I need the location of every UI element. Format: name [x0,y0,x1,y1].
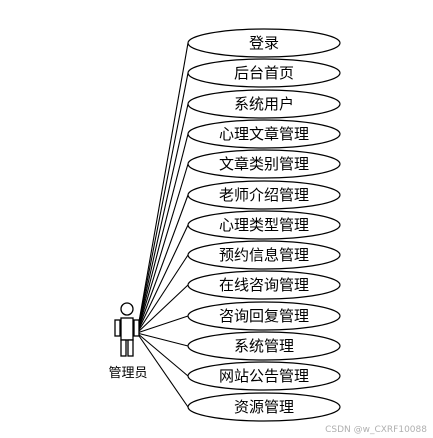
use-case-ellipse [187,240,341,270]
use-case-label: 系统用户 [234,95,294,113]
use-case-ellipse [187,149,341,179]
association-line [136,224,189,334]
use-cases: 登录后台首页系统用户心理文章管理文章类别管理老师介绍管理心理类型管理预约信息管理… [187,28,341,422]
use-case: 网站公告管理 [187,361,341,391]
use-case: 后台首页 [187,58,341,88]
use-case-label: 咨询回复管理 [219,307,309,325]
association-line [136,72,189,334]
association-line [136,42,189,334]
association-line [136,133,189,334]
association-line [136,103,189,334]
use-case-ellipse [187,331,341,361]
actor-right-leg [127,339,134,357]
association-line [136,332,189,377]
watermark: CSDN @w_CXRF10088 [325,425,427,435]
use-case-ellipse [187,28,341,58]
association-line [136,332,189,408]
use-case-label: 资源管理 [234,398,294,416]
use-case: 在线咨询管理 [187,270,341,300]
use-case-label: 登录 [249,34,279,52]
use-case-ellipse [187,392,341,422]
association-line [136,163,189,334]
use-case-label: 系统管理 [234,337,294,355]
association-line [136,315,189,334]
use-case-ellipse [187,361,341,391]
use-case: 心理类型管理 [187,210,341,240]
actor-label: 管理员 [108,366,147,381]
association-line [136,194,189,334]
use-case: 资源管理 [187,392,341,422]
use-case: 咨询回复管理 [187,301,341,331]
actor-figure [114,302,140,357]
use-case-label: 心理类型管理 [219,216,309,234]
use-case-ellipse [187,301,341,331]
actor-left-leg [120,339,127,357]
use-case: 老师介绍管理 [187,180,341,210]
actor-left-arm [114,319,121,337]
use-case-ellipse [187,119,341,149]
use-case-ellipse [187,180,341,210]
use-case-ellipse [187,210,341,240]
use-case: 心理文章管理 [187,119,341,149]
use-case: 预约信息管理 [187,240,341,270]
actor-right-arm [133,319,140,337]
use-case: 系统用户 [187,89,341,119]
use-case-label: 心理文章管理 [219,125,309,143]
use-case: 系统管理 [187,331,341,361]
actor-head [120,302,134,316]
association-lines [136,42,189,408]
use-case-label: 后台首页 [234,64,294,82]
use-case: 登录 [187,28,341,58]
association-line [136,254,189,334]
use-case-ellipse [187,58,341,88]
use-case-label: 文章类别管理 [219,155,309,173]
use-case: 文章类别管理 [187,149,341,179]
use-case-ellipse [187,89,341,119]
use-case-label: 网站公告管理 [219,367,309,385]
use-case-ellipse [187,270,341,300]
use-case-label: 预约信息管理 [219,246,309,264]
use-case-label: 老师介绍管理 [219,186,309,204]
association-line [136,332,189,347]
actor-body [120,317,134,341]
use-case-label: 在线咨询管理 [219,276,309,294]
association-line [136,284,189,334]
